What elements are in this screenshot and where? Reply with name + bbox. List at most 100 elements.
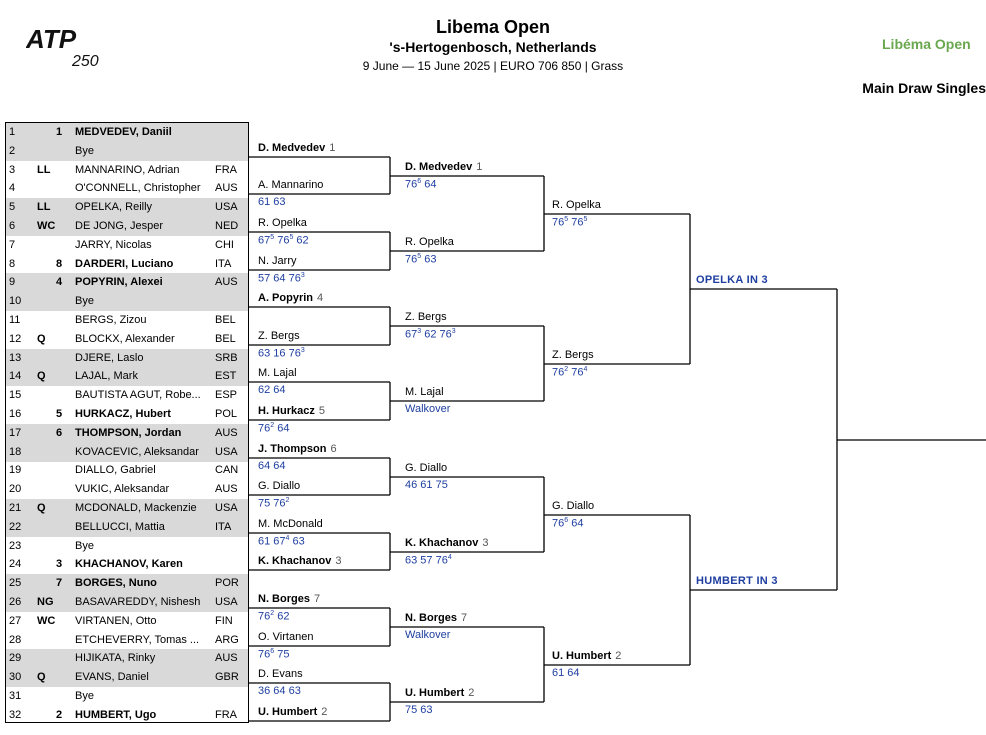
- r2-score: 766 64: [405, 178, 437, 191]
- r1-player: Z. Bergs: [258, 330, 300, 342]
- player-name: N. Borges: [258, 593, 310, 605]
- sf-player: OPELKA IN 3: [696, 274, 768, 286]
- draw-number: 8: [9, 257, 16, 270]
- player-nationality: FIN: [215, 614, 233, 627]
- player-name: H. Hurkacz: [258, 405, 315, 417]
- r1-player: O. Virtanen: [258, 631, 313, 643]
- r1-player: A. Mannarino: [258, 179, 323, 191]
- r1-player: N. Jarry: [258, 255, 297, 267]
- player-name: THOMPSON, Jordan: [75, 426, 182, 439]
- r1-score: 762 64: [258, 422, 290, 435]
- player-name: ETCHEVERRY, Tomas ...: [75, 633, 200, 646]
- player-name: Bye: [75, 144, 94, 157]
- player-nationality: NED: [215, 220, 239, 232]
- svg-text:ATP: ATP: [26, 24, 77, 54]
- player-name: U. Humbert: [552, 650, 612, 662]
- draw-number: 4: [9, 182, 16, 195]
- seed-number: 2: [615, 650, 622, 662]
- player-name: U. Humbert: [405, 687, 465, 699]
- player-nationality: USA: [215, 596, 238, 608]
- player-name: M. McDonald: [258, 518, 323, 530]
- draw-number: 28: [9, 633, 22, 646]
- player-name: G. Diallo: [258, 480, 301, 492]
- r2-score: Walkover: [405, 403, 451, 415]
- player-nationality: USA: [215, 502, 238, 514]
- player-name: MCDONALD, Mackenzie: [75, 502, 197, 514]
- player-name: M. Lajal: [405, 386, 444, 398]
- seed-number: 2: [321, 706, 328, 718]
- seed-number: 7: [313, 593, 321, 605]
- draw-number: 1: [9, 126, 16, 138]
- seed-number: 3: [482, 537, 489, 549]
- player-name: OPELKA, Reilly: [75, 201, 153, 214]
- player-name: Bye: [75, 690, 94, 702]
- player-nationality: SRB: [215, 351, 238, 364]
- seed-number: 4: [56, 276, 63, 289]
- qf-player: Z. Bergs: [552, 349, 594, 361]
- player-nationality: AUS: [215, 652, 238, 665]
- r1-player: G. Diallo: [258, 480, 300, 492]
- draw-number: 6: [9, 220, 16, 232]
- r1-score: 61 63: [258, 196, 286, 208]
- player-name: VIRTANEN, Otto: [75, 614, 157, 627]
- player-name: KOVACEVIC, Aleksandar: [75, 445, 199, 458]
- player-name: A. Mannarino: [258, 179, 324, 191]
- player-nationality: USA: [215, 201, 238, 214]
- player-name: K. Khachanov: [258, 555, 332, 567]
- player-nationality: AUS: [215, 483, 238, 496]
- r1-score: 61 674 63: [258, 535, 305, 548]
- player-name: G. Diallo: [405, 462, 448, 474]
- player-name: POPYRIN, Alexei: [75, 276, 163, 289]
- seed-number: 1: [476, 161, 483, 173]
- brand-text: Libéma Open: [882, 36, 971, 52]
- player-name: MEDVEDEV, Daniil: [75, 126, 172, 138]
- seed-number: 8: [56, 257, 63, 270]
- qf-score: 766 64: [552, 517, 584, 530]
- player-nationality: AUS: [215, 276, 238, 289]
- r1-player: D. Evans: [258, 668, 303, 680]
- player-name: O. Virtanen: [258, 631, 314, 643]
- player-nationality: AUS: [215, 426, 238, 439]
- tournament-title: Libema Open: [435, 17, 551, 37]
- draw-number: 17: [9, 426, 22, 439]
- draw-number: 29: [9, 652, 22, 665]
- entry-status: LL: [37, 201, 51, 214]
- player-name: Z. Bergs: [552, 349, 594, 361]
- qf-player: R. Opelka: [552, 199, 601, 211]
- r1-score: 766 75: [258, 648, 290, 661]
- player-nationality: CAN: [215, 464, 239, 477]
- player-name: D. Medvedev: [258, 142, 326, 154]
- player-nationality: AUS: [215, 182, 238, 195]
- player-name: Z. Bergs: [405, 311, 447, 323]
- draw-number: 31: [9, 690, 22, 702]
- player-name: M. Lajal: [258, 367, 297, 379]
- player-name: BERGS, Zizou: [75, 314, 147, 326]
- draw-number: 5: [9, 201, 16, 214]
- entry-status: Q: [37, 671, 46, 684]
- player-name: D. Medvedev: [405, 161, 473, 173]
- r1-score: 762 62: [258, 610, 290, 623]
- entry-status: WC: [37, 220, 56, 232]
- r1-player: M. Lajal: [258, 367, 297, 379]
